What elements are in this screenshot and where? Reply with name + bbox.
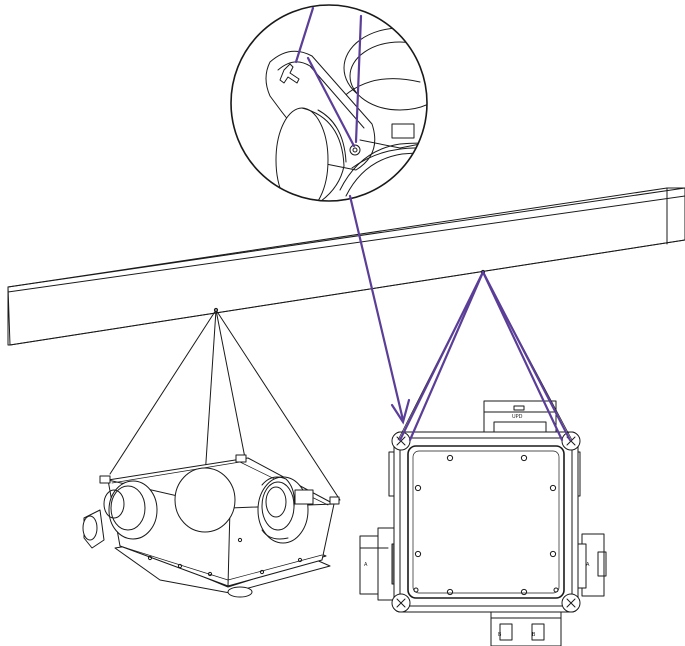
bottom-duct-connector: B B [490,605,562,646]
left-side-connector: A [359,527,399,601]
right-ventilation-unit: UPD B B A A [359,269,607,646]
cover-screws [413,454,559,596]
detail-magnifier [230,4,428,202]
right-side-connector: A [575,533,607,597]
svg-text:A: A [586,562,590,568]
accent-annotations [294,6,572,442]
left-ventilation-unit [82,307,341,598]
svg-text:B: B [498,632,502,638]
svg-text:B: B [532,632,536,638]
ceiling-beam [7,187,685,346]
left-suspension-cables [109,307,341,501]
svg-text:UPD: UPD [512,414,523,420]
svg-text:A: A [364,562,368,568]
corner-brackets [391,431,581,613]
